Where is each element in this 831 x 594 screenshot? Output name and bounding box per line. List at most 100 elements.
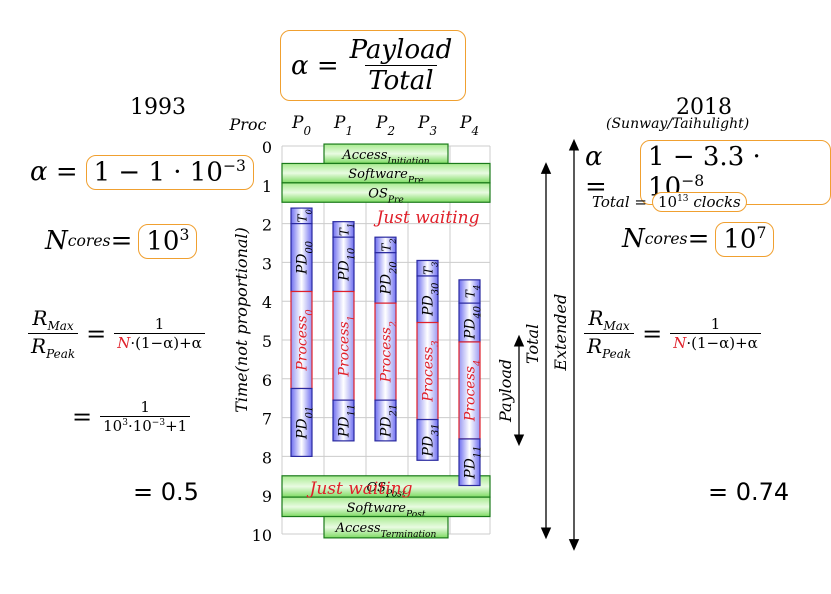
right-ncores-exp: 7	[756, 224, 767, 242]
right-machine: (Sunway/Taihulight)	[606, 116, 750, 132]
extended-arrow-label: Extended	[551, 294, 570, 372]
left-alpha: α = 1 − 1 · 10−3	[30, 155, 254, 190]
pd-in-segment-label: PD30	[421, 283, 442, 317]
left-eval-den-c: +1	[165, 417, 188, 435]
processor-label: P1	[333, 113, 353, 138]
time-tick-label: 4	[262, 293, 272, 312]
time-tick-label: 10	[252, 526, 272, 545]
right-ncores-eq: =	[687, 224, 710, 255]
time-tick-label: 6	[262, 371, 272, 390]
right-ncores-value: 10	[723, 224, 757, 255]
payload-arrow-label: Payload	[496, 359, 515, 423]
time-tick-label: 0	[262, 138, 272, 157]
right-ratio-den: R	[587, 334, 603, 358]
processor-label: P4	[459, 113, 479, 138]
access-termination-bar-label: AccessTermination	[335, 521, 437, 540]
time-tick-label: 5	[262, 332, 272, 351]
thread-segment-label: T3	[422, 262, 440, 275]
processor-label: P3	[417, 113, 437, 138]
pd-out-segment	[332, 399, 355, 442]
right-alpha-lhs: α =	[585, 142, 607, 203]
pd-in-segment-label: PD20	[379, 261, 400, 295]
thread-segment-label: T2	[380, 238, 398, 251]
time-tick-label: 2	[262, 216, 272, 235]
left-alpha-exp: −3	[222, 157, 246, 175]
left-ratio-den: R	[31, 334, 47, 358]
waiting-label-bottom: Just waiting	[307, 479, 413, 499]
left-ncores-lhs: N	[45, 226, 68, 257]
thread-segment-label: T4	[464, 285, 482, 298]
right-ratio-eq: =	[642, 319, 663, 348]
time-tick-label: 7	[262, 410, 272, 429]
left-eval-den-b: ·10	[127, 417, 152, 435]
left-eval-eq: =	[72, 402, 93, 431]
os-post-bar-label: OSPost	[366, 480, 405, 499]
os-pre-bar	[281, 182, 491, 203]
thread-segment-label: T0	[296, 209, 314, 223]
left-formula-N: N	[117, 334, 131, 352]
right-alpha-exp: −8	[681, 172, 705, 190]
left-ncores-value: 10	[146, 226, 180, 257]
process-segment-label: Process3	[421, 340, 442, 402]
alpha-definition-lhs: α =	[291, 50, 339, 81]
phase-bars: AccessInitiationSoftwarePreOSPreOSPostSo…	[281, 143, 491, 540]
right-ratio-num: R	[588, 306, 604, 330]
time-tick-label: 3	[262, 254, 272, 273]
pd-out-segment	[290, 387, 313, 458]
right-ncores-lhs: N	[622, 224, 645, 255]
pd-in-segment-label: PD10	[337, 248, 358, 282]
pd-in-segment-label: PD00	[295, 241, 316, 275]
software-pre-bar-label: SoftwarePre	[348, 167, 423, 186]
os-pre-bar-label: OSPre	[368, 187, 403, 206]
left-ratio-num: R	[32, 306, 48, 330]
access-initiation-bar-label: AccessInitiation	[341, 148, 429, 167]
right-total-value: 10	[657, 193, 678, 211]
extent-arrows: Payload Total Extended	[496, 138, 580, 551]
thread-segment-label: T1	[338, 223, 356, 236]
pd-in-segment-label: PD40	[463, 306, 484, 340]
right-total: Total = 1013 clocks	[592, 192, 747, 212]
pd-out-segment-label: PD11	[463, 446, 484, 480]
pd-out-segment	[374, 399, 397, 442]
right-formula-N: N	[673, 334, 687, 352]
process-segment-label: Process4	[463, 360, 484, 422]
right-ratio-formula: RMax RPeak = 1 N·(1−α)+α	[584, 306, 761, 361]
right-ncores-sub: cores	[644, 230, 688, 249]
processor-label: P2	[375, 113, 395, 138]
waiting-label-top: Just waiting	[374, 208, 480, 228]
alpha-definition: α = Payload Total	[280, 30, 467, 101]
pd-out-segment-label: PD21	[379, 404, 400, 438]
left-ratio-num-sub: Max	[47, 319, 74, 333]
left-eval: = 1 103·10−3+1	[72, 398, 191, 435]
left-eval-den-a: 10	[103, 417, 123, 435]
processor-label: P0	[291, 113, 311, 138]
left-ratio-den-sub: Peak	[46, 347, 76, 361]
left-eval-den-b-exp: −3	[151, 418, 166, 428]
pd-out-segment-label: PD31	[421, 423, 442, 457]
total-arrow-label: Total	[523, 324, 542, 364]
left-formula-num: 1	[154, 315, 165, 333]
right-formula-num: 1	[710, 315, 721, 333]
left-eval-den-a-exp: 3	[122, 418, 128, 428]
right-total-lhs: Total =	[592, 193, 647, 211]
process-segment-label: Process1	[337, 315, 358, 377]
right-result: = 0.74	[708, 478, 790, 506]
pd-out-segment-label: PD01	[295, 406, 316, 440]
right-total-box: 1013 clocks	[651, 192, 747, 212]
right-year: 2018	[676, 95, 732, 120]
right-ratio-den-sub: Peak	[602, 347, 632, 361]
left-ratio-eq: =	[86, 319, 107, 348]
alpha-denominator: Total	[365, 65, 437, 96]
left-ncores-sub: cores	[67, 232, 111, 251]
left-ratio-formula: RMax RPeak = 1 N·(1−α)+α	[28, 306, 205, 361]
software-post-bar-label: SoftwarePost	[346, 501, 425, 520]
left-alpha-value: 1 − 1 · 10	[93, 157, 223, 188]
left-result: = 0.5	[133, 478, 199, 506]
pd-out-segment	[458, 438, 481, 487]
left-alpha-box: 1 − 1 · 10−3	[85, 155, 254, 190]
